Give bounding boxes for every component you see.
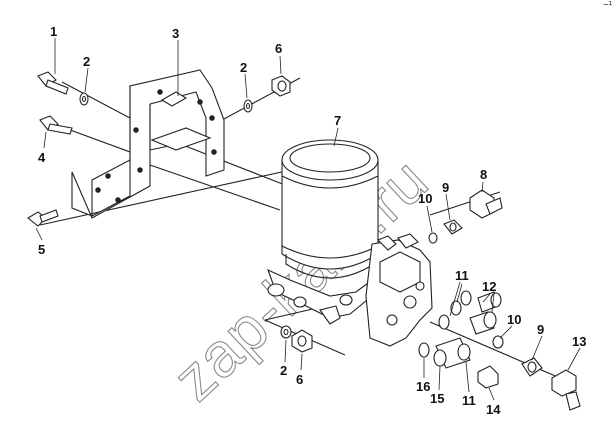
bolt-part-5 (27, 209, 59, 227)
fitting-part-13 (551, 369, 581, 411)
callout-numbers: 1 2 3 2 6 4 7 8 10 9 5 11 12 10 9 13 2 6… (38, 24, 586, 417)
washer-part-2-bottom (280, 325, 292, 339)
washer-part-2-left (79, 92, 89, 106)
callout-1: 1 (50, 24, 57, 39)
callout-2-c: 2 (280, 363, 287, 378)
fitting-part-9-bottom (521, 357, 543, 377)
callout-7: 7 (334, 113, 341, 128)
fittings-part-15-16 (418, 337, 471, 369)
callout-11-b: 11 (462, 393, 476, 408)
callout-9-a: 9 (442, 180, 449, 195)
callout-10-a: 10 (418, 191, 432, 206)
callout-5: 5 (38, 242, 45, 257)
o-rings-part-11 (438, 290, 472, 330)
callout-13: 13 (572, 334, 586, 349)
plug-part-14 (477, 365, 499, 389)
fitting-part-8 (469, 189, 503, 219)
callout-12: 12 (482, 279, 496, 294)
fitting-part-9-top (443, 219, 463, 235)
callout-2-b: 2 (240, 60, 247, 75)
bolt-part-4 (39, 115, 73, 135)
nut-part-6-bottom (291, 329, 313, 353)
callout-2-a: 2 (83, 54, 90, 69)
fittings-part-12 (469, 291, 502, 335)
callout-6-b: 6 (296, 372, 303, 387)
callout-10-b: 10 (507, 312, 521, 327)
fitting-part-10-top (428, 232, 438, 244)
callout-8: 8 (480, 167, 487, 182)
nut-part-6-top (271, 75, 291, 97)
callout-11-a: 11 (455, 268, 469, 283)
callout-14: 14 (486, 402, 501, 417)
callout-9-b: 9 (537, 322, 544, 337)
callout-4: 4 (38, 150, 46, 165)
bolt-part-1 (37, 71, 69, 95)
callout-15: 15 (430, 391, 444, 406)
valve-housing (267, 233, 433, 347)
callout-6-a: 6 (275, 41, 282, 56)
mounting-bracket (71, 69, 225, 219)
washer-part-2-right (243, 99, 253, 113)
air-dryer-cartridge (281, 139, 379, 279)
callout-3: 3 (172, 26, 179, 41)
fitting-part-10-bottom (492, 335, 504, 349)
callout-16: 16 (416, 379, 430, 394)
corner-mark: −¹ (602, 0, 612, 11)
callout-leaders (35, 38, 581, 401)
